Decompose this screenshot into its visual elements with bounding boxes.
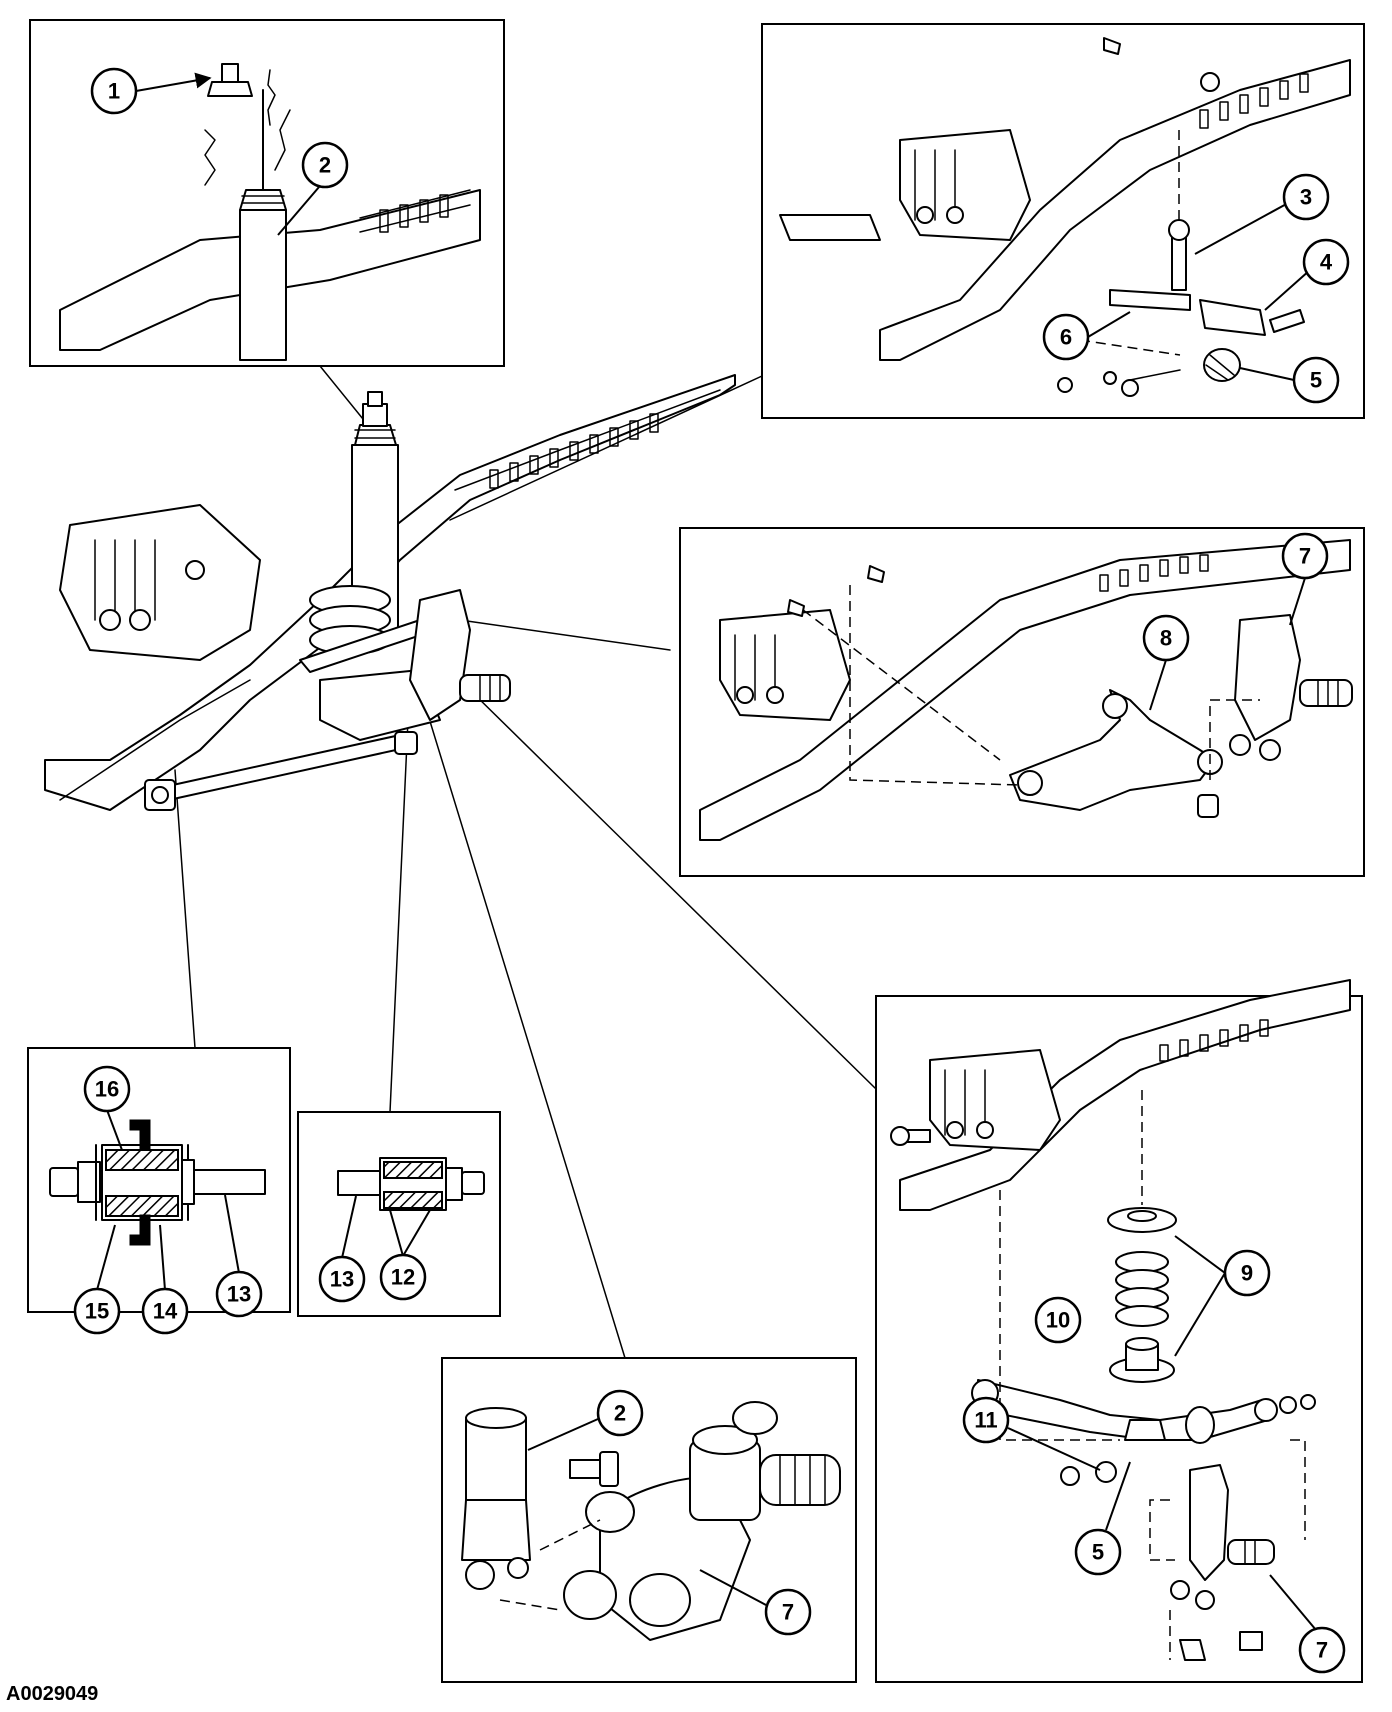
callout-7-upper: 7 — [1281, 532, 1329, 580]
panel-lateral-link-bushing-section — [27, 1047, 291, 1313]
panel-lower-arm-spring — [875, 979, 1363, 1683]
callout-10: 10 — [1034, 1296, 1082, 1344]
panel-upper-control-arm — [679, 527, 1365, 877]
knuckle-part — [1229, 614, 1353, 761]
main-knuckle — [409, 589, 511, 721]
svg-text:5: 5 — [1092, 1540, 1104, 1565]
callout-16: 16 — [83, 1065, 131, 1113]
knuckle-lower-part — [1170, 1464, 1275, 1610]
callout-6: 6 — [1042, 313, 1090, 361]
lower-knuckle-part — [563, 1401, 841, 1641]
callout-7-bottom-middle: 7 — [764, 1588, 812, 1636]
svg-text:10: 10 — [1046, 1308, 1070, 1333]
svg-text:9: 9 — [1241, 1261, 1253, 1286]
callout-4: 4 — [1302, 238, 1350, 286]
callout-13-middle: 13 — [318, 1255, 366, 1303]
callout-1: 1 — [90, 67, 138, 115]
svg-text:14: 14 — [153, 1299, 178, 1324]
coil-spring-part — [1115, 1251, 1169, 1327]
callout-5-bottom: 5 — [1074, 1528, 1122, 1576]
callout-13-left: 13 — [215, 1270, 263, 1318]
callout-8: 8 — [1142, 614, 1190, 662]
svg-text:13: 13 — [227, 1282, 251, 1307]
svg-text:8: 8 — [1160, 626, 1172, 651]
callout-3: 3 — [1282, 173, 1330, 221]
callout-leaders — [96, 72, 1317, 1631]
callout-15: 15 — [73, 1287, 121, 1335]
callout-11: 11 — [962, 1396, 1010, 1444]
shock-upper-nut — [207, 63, 253, 97]
callout-12: 12 — [379, 1253, 427, 1301]
spring-lower-seat — [1109, 1337, 1175, 1383]
upper-arm-part — [1009, 689, 1216, 811]
main-rear-suspension-assembly — [44, 374, 736, 811]
svg-text:13: 13 — [330, 1267, 354, 1292]
svg-text:12: 12 — [391, 1265, 415, 1290]
svg-text:7: 7 — [1299, 544, 1311, 569]
stabilizer-bushing — [1203, 348, 1241, 382]
svg-text:7: 7 — [782, 1600, 794, 1625]
callout-2-top: 2 — [301, 141, 349, 189]
cross-member — [59, 504, 261, 661]
svg-text:6: 6 — [1060, 325, 1072, 350]
frame-rail — [44, 374, 736, 811]
spring-upper-seat — [1107, 1207, 1177, 1233]
svg-text:5: 5 — [1310, 368, 1322, 393]
frame-rail-slots — [489, 413, 659, 489]
svg-text:7: 7 — [1316, 1638, 1328, 1663]
svg-text:4: 4 — [1320, 250, 1333, 275]
svg-text:15: 15 — [85, 1299, 109, 1324]
callout-2-bottom: 2 — [596, 1389, 644, 1437]
svg-text:11: 11 — [974, 1408, 997, 1433]
svg-text:2: 2 — [614, 1401, 626, 1426]
callout-14: 14 — [141, 1287, 189, 1335]
svg-text:1: 1 — [108, 79, 120, 104]
callout-9: 9 — [1223, 1249, 1271, 1297]
callout-7-bottom-right: 7 — [1298, 1626, 1346, 1674]
svg-text:3: 3 — [1300, 185, 1312, 210]
svg-text:16: 16 — [95, 1077, 119, 1102]
callout-5-top: 5 — [1292, 356, 1340, 404]
main-lower-arm — [319, 669, 441, 741]
svg-text:2: 2 — [319, 153, 331, 178]
figure-id-label: A0029049 — [6, 1683, 98, 1705]
